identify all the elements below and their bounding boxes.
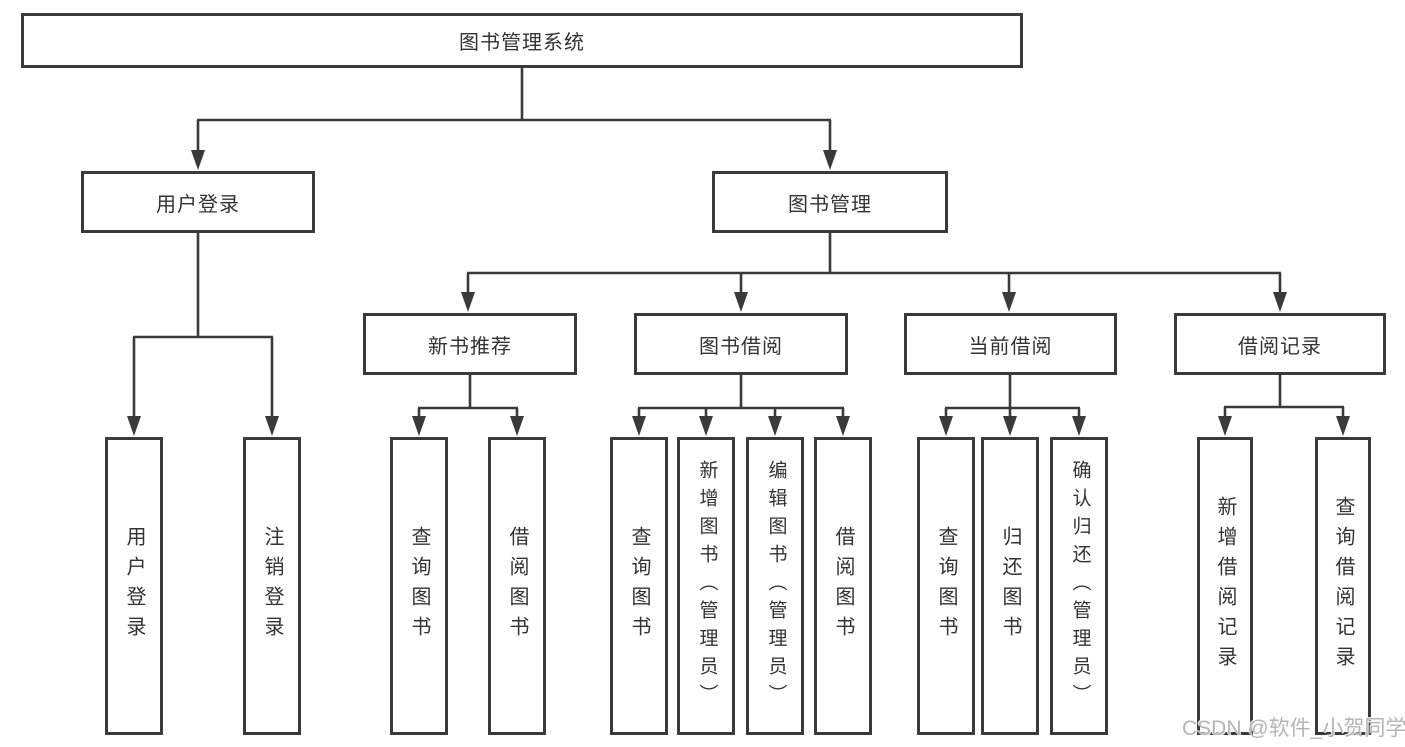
leaf-query-books-current-label: 查询图书 <box>935 526 957 646</box>
leaf-query-borrow-record-label: 查询借阅记录 <box>1332 496 1354 676</box>
node-root-label: 图书管理系统 <box>459 32 585 54</box>
leaf-return-books: 归还图书 <box>981 437 1039 735</box>
leaf-add-book-admin: 新增图书（管理员） <box>677 437 735 735</box>
connector-current-borrow-branch <box>939 375 1086 436</box>
leaf-confirm-return-admin-label: 确认归还（管理员） <box>1069 460 1091 712</box>
leaf-borrow-books-label: 借阅图书 <box>832 526 854 646</box>
node-user-login-branch-label: 用户登录 <box>156 193 240 216</box>
leaf-edit-book-admin-label: 编辑图书（管理员） <box>765 460 787 712</box>
leaf-add-borrow-record-label: 新增借阅记录 <box>1214 496 1236 676</box>
leaf-logout-label: 注销登录 <box>261 526 283 646</box>
connector-book-borrow-branch <box>632 375 850 436</box>
node-current-borrow-label: 当前借阅 <box>968 335 1053 358</box>
csdn-watermark-text: CSDN @软件_小贺同学 <box>1182 717 1405 740</box>
leaf-user-login: 用户登录 <box>105 437 163 735</box>
leaf-add-borrow-record: 新增借阅记录 <box>1197 437 1253 735</box>
connector-borrow-records-branch <box>1218 375 1350 436</box>
leaf-query-books-current: 查询图书 <box>917 437 975 735</box>
leaf-query-books-rec-label: 查询图书 <box>408 526 430 646</box>
leaf-return-books-label: 归还图书 <box>999 526 1021 646</box>
node-new-book-rec: 新书推荐 <box>363 313 577 375</box>
node-book-borrow: 图书借阅 <box>634 313 848 375</box>
leaf-query-borrow-record: 查询借阅记录 <box>1315 437 1371 735</box>
node-borrow-records: 借阅记录 <box>1174 313 1386 375</box>
node-new-book-rec-label: 新书推荐 <box>428 335 512 358</box>
connector-root-branch <box>191 68 837 170</box>
node-user-login-branch: 用户登录 <box>81 171 315 233</box>
node-book-mgmt-branch-label: 图书管理 <box>788 193 872 216</box>
leaf-add-book-admin-label: 新增图书（管理员） <box>696 460 718 712</box>
leaf-query-books-borrow-label: 查询图书 <box>628 526 650 646</box>
node-current-borrow: 当前借阅 <box>904 313 1117 375</box>
leaf-borrow-books: 借阅图书 <box>814 437 872 735</box>
leaf-confirm-return-admin: 确认归还（管理员） <box>1050 437 1108 735</box>
csdn-watermark: CSDN @软件_小贺同学 <box>1182 712 1405 742</box>
leaf-borrow-books-rec: 借阅图书 <box>488 437 546 735</box>
leaf-logout: 注销登录 <box>243 437 301 735</box>
connector-book-mgmt-branch <box>461 233 1287 312</box>
leaf-edit-book-admin: 编辑图书（管理员） <box>746 437 804 735</box>
node-book-borrow-label: 图书借阅 <box>699 335 783 358</box>
node-book-mgmt-branch: 图书管理 <box>712 171 948 233</box>
connector-new-book-rec-branch <box>412 375 524 436</box>
leaf-query-books-rec: 查询图书 <box>390 437 448 735</box>
node-borrow-records-label: 借阅记录 <box>1238 335 1322 358</box>
leaf-query-books-borrow: 查询图书 <box>610 437 668 735</box>
leaf-borrow-books-rec-label: 借阅图书 <box>506 526 528 646</box>
node-root: 图书管理系统 <box>21 13 1023 68</box>
leaf-user-login-label: 用户登录 <box>123 526 145 646</box>
connector-user-login-branch <box>127 233 279 436</box>
